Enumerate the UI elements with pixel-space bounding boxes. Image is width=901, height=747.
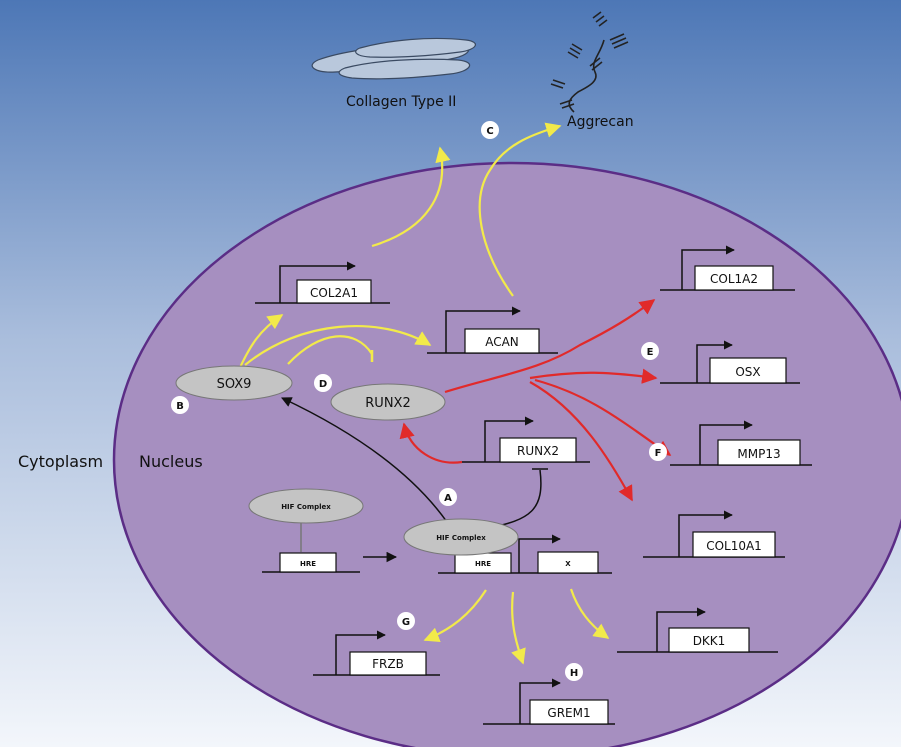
aggrecan-label: Aggrecan <box>567 114 634 130</box>
svg-text:COL10A1: COL10A1 <box>706 539 762 553</box>
svg-text:RUNX2: RUNX2 <box>517 444 559 458</box>
gene-acan: ACAN <box>427 306 558 354</box>
svg-text:E: E <box>647 347 654 358</box>
gene-mmp13: MMP13 <box>670 420 812 466</box>
marker-d: D <box>314 374 332 392</box>
marker-a: A <box>439 488 457 506</box>
svg-text:FRZB: FRZB <box>372 657 404 671</box>
collagen-type-ii-icon <box>311 37 476 80</box>
marker-b: B <box>171 396 189 414</box>
collagen-type-ii-label: Collagen Type II <box>346 94 456 110</box>
nucleus-label: Nucleus <box>139 452 203 471</box>
svg-text:H: H <box>570 668 578 679</box>
gene-runx2: RUNX2 <box>462 416 590 463</box>
gene-osx: OSX <box>660 340 800 384</box>
svg-text:DKK1: DKK1 <box>693 634 726 648</box>
cytoplasm-label: Cytoplasm <box>18 452 103 471</box>
gene-col1a2: COL1A2 <box>660 245 795 291</box>
gene-grem1: GREM1 <box>483 678 615 725</box>
gene-frzb: FRZB <box>313 630 440 676</box>
gene-col10a1: COL10A1 <box>643 510 785 558</box>
protein-hif-complex-free: HIF Complex <box>248 488 364 524</box>
svg-text:F: F <box>655 448 662 459</box>
svg-text:HRE: HRE <box>300 560 316 568</box>
protein-hif-complex-bound: HIF Complex <box>403 518 519 556</box>
yellow-activation-arrows <box>236 122 610 665</box>
protein-sox9: SOX9 <box>175 365 293 401</box>
svg-text:HIF Complex: HIF Complex <box>436 534 486 542</box>
svg-text:HIF Complex: HIF Complex <box>281 503 331 511</box>
marker-c: C <box>481 121 499 139</box>
aggrecan-icon <box>550 11 629 113</box>
red-activation-arrows <box>399 299 672 502</box>
svg-text:RUNX2: RUNX2 <box>365 396 410 411</box>
svg-text:X: X <box>565 560 571 568</box>
svg-text:C: C <box>486 126 493 137</box>
svg-text:HRE: HRE <box>475 560 491 568</box>
marker-f: F <box>649 443 667 461</box>
protein-runx2: RUNX2 <box>330 383 446 421</box>
marker-g: G <box>397 612 415 630</box>
gene-dkk1: DKK1 <box>617 607 778 653</box>
marker-h: H <box>565 663 583 681</box>
svg-text:COL1A2: COL1A2 <box>710 272 758 286</box>
marker-e: E <box>641 342 659 360</box>
svg-text:MMP13: MMP13 <box>737 447 780 461</box>
svg-text:G: G <box>402 617 410 628</box>
svg-text:OSX: OSX <box>735 365 760 379</box>
svg-text:B: B <box>176 401 184 412</box>
gene-col2a1: COL2A1 <box>255 261 390 304</box>
svg-text:COL2A1: COL2A1 <box>310 286 358 300</box>
svg-text:GREM1: GREM1 <box>547 706 590 720</box>
svg-text:SOX9: SOX9 <box>217 377 252 392</box>
svg-text:D: D <box>319 379 327 390</box>
svg-text:A: A <box>444 493 452 504</box>
hre-element-unbound: HRE <box>262 552 360 573</box>
svg-text:ACAN: ACAN <box>485 335 519 349</box>
